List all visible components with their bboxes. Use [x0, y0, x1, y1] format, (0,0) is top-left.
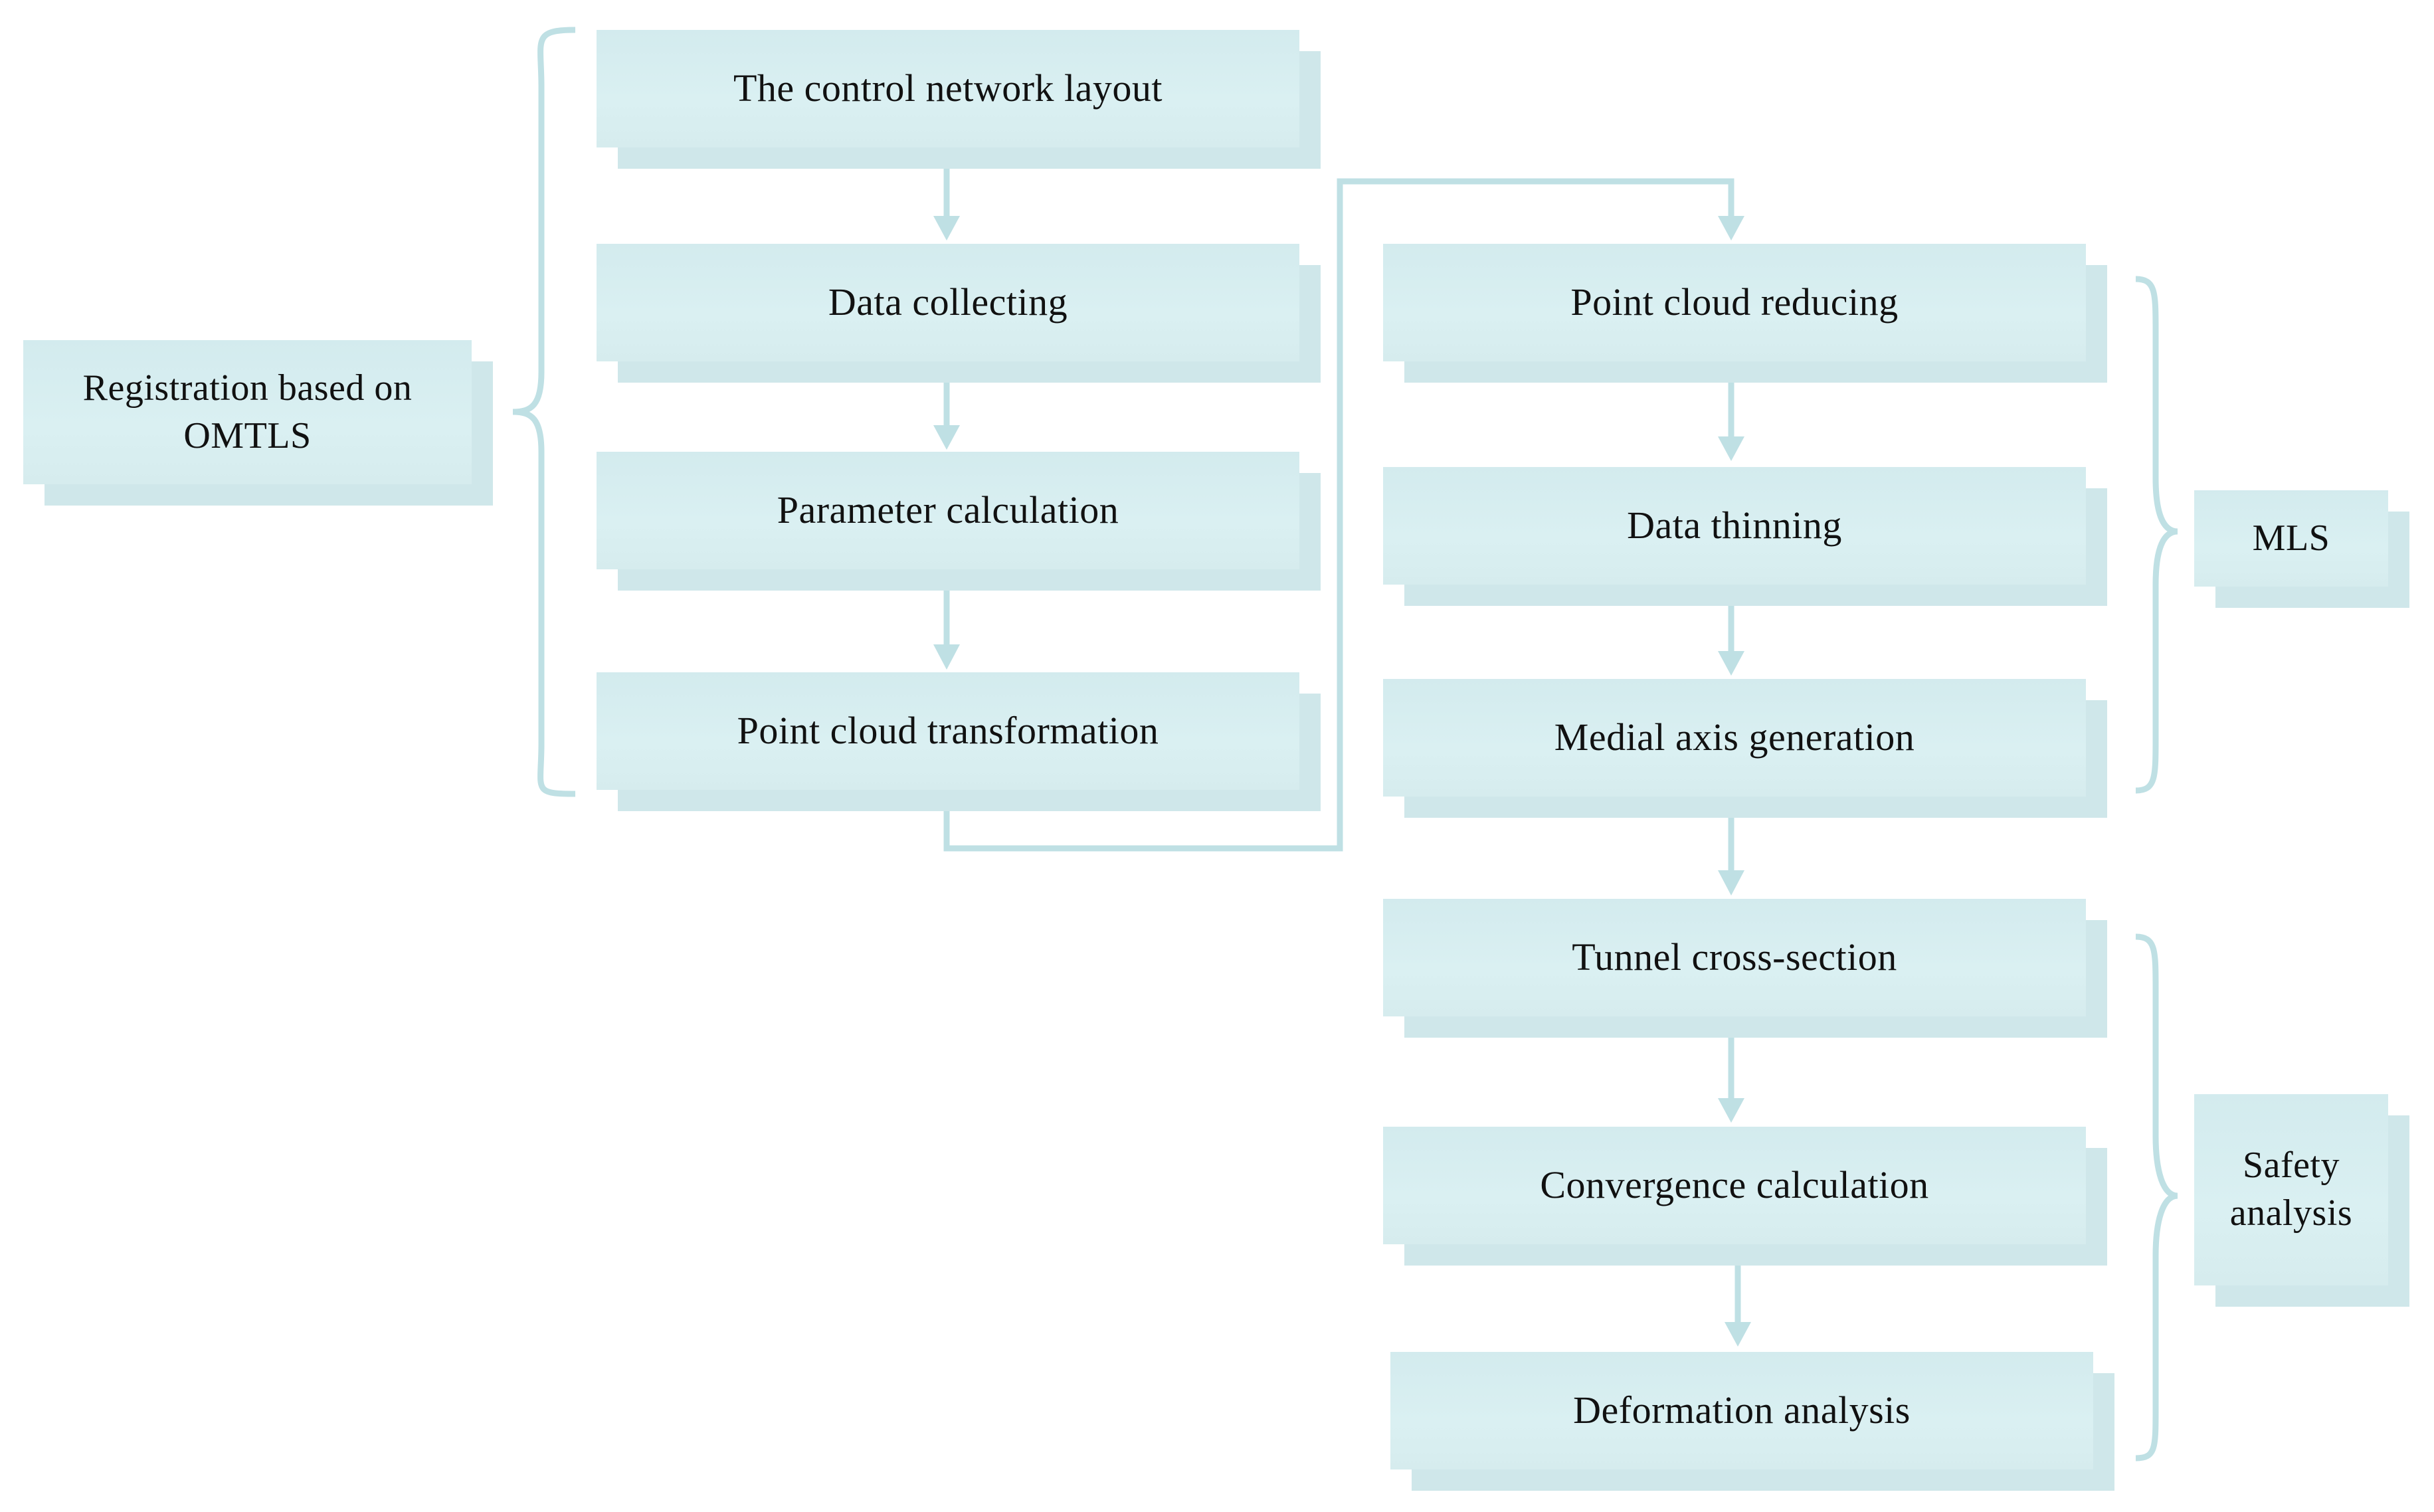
- registration-group-box: Registration based on OMTLS: [23, 340, 493, 506]
- box-face: Safety analysis: [2194, 1094, 2388, 1285]
- step-medial-axis-generation: Medial axis generation: [1383, 679, 2107, 818]
- safety-group-label: Safety analysis: [2229, 1145, 2353, 1234]
- step-control-network-layout: The control network layout: [597, 30, 1321, 169]
- step-data-thinning: Data thinning: [1383, 467, 2107, 606]
- box-face: Point cloud reducing: [1383, 244, 2086, 361]
- brace-registration: [512, 27, 576, 797]
- brace-mls: [2135, 276, 2178, 794]
- box-face: Point cloud transformation: [597, 672, 1299, 790]
- connector-transformation-to-reducing: [943, 178, 1744, 852]
- step-data-collecting: Data collecting: [597, 244, 1321, 383]
- box-face: The control network layout: [597, 30, 1299, 147]
- step-convergence-calculation: Convergence calculation: [1383, 1127, 2107, 1266]
- box-face: Parameter calculation: [597, 452, 1299, 569]
- brace-safety: [2135, 933, 2178, 1462]
- safety-group-box: Safety analysis: [2194, 1094, 2409, 1307]
- step-point-cloud-transformation: Point cloud transformation: [597, 672, 1321, 811]
- step-point-cloud-reducing: Point cloud reducing: [1383, 244, 2107, 383]
- arrow-thinning-to-medial: [1718, 601, 1744, 676]
- box-face: Tunnel cross-section: [1383, 899, 2086, 1016]
- step-label: Parameter calculation: [777, 488, 1119, 532]
- step-label: Data thinning: [1627, 504, 1842, 547]
- arrow-cross-section-to-convergence: [1718, 1033, 1744, 1123]
- mls-group-box: MLS: [2194, 490, 2409, 608]
- step-parameter-calculation: Parameter calculation: [597, 452, 1321, 591]
- step-deformation-analysis: Deformation analysis: [1390, 1352, 2114, 1491]
- step-tunnel-cross-section: Tunnel cross-section: [1383, 899, 2107, 1038]
- arrow-collecting-to-parameter: [933, 379, 960, 450]
- box-face: Medial axis generation: [1383, 679, 2086, 797]
- step-label: Data collecting: [828, 280, 1068, 324]
- step-label: The control network layout: [733, 66, 1163, 110]
- mls-group-label: MLS: [2252, 517, 2330, 559]
- registration-group-label: Registration based on OMTLS: [82, 367, 413, 456]
- step-label: Convergence calculation: [1540, 1163, 1929, 1207]
- box-face: MLS: [2194, 490, 2388, 587]
- box-face: Deformation analysis: [1390, 1352, 2093, 1469]
- box-face: Registration based on OMTLS: [23, 340, 472, 484]
- box-face: Convergence calculation: [1383, 1127, 2086, 1244]
- box-face: Data thinning: [1383, 467, 2086, 585]
- arrow-convergence-to-deformation: [1725, 1261, 1751, 1347]
- step-label: Point cloud transformation: [737, 709, 1159, 753]
- step-label: Medial axis generation: [1554, 715, 1915, 759]
- arrow-parameter-to-transformation: [933, 586, 960, 670]
- arrow-reducing-to-thinning: [1718, 379, 1744, 461]
- arrow-medial-to-cross-section: [1718, 814, 1744, 896]
- step-label: Point cloud reducing: [1570, 280, 1899, 324]
- arrow-layout-to-collecting: [933, 165, 960, 240]
- step-label: Deformation analysis: [1573, 1388, 1911, 1432]
- box-face: Data collecting: [597, 244, 1299, 361]
- step-label: Tunnel cross-section: [1572, 935, 1897, 979]
